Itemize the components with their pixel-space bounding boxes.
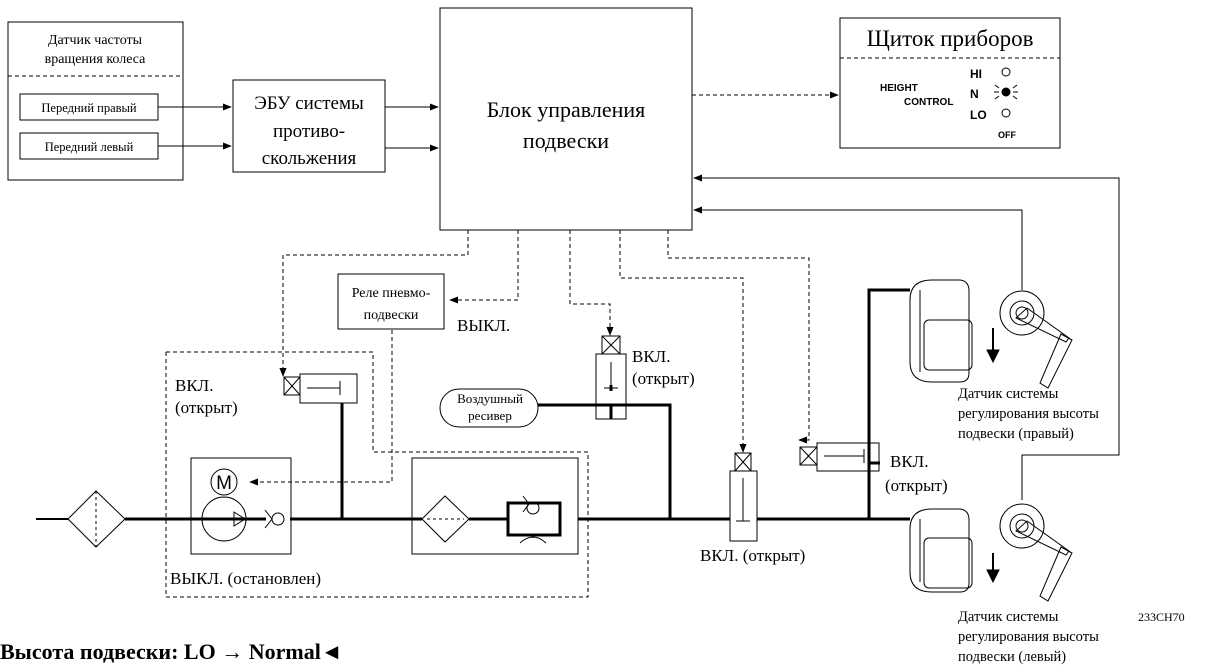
right-height-sensor-icon [999,290,1073,389]
right-height-sensor-line3: подвески (правый) [958,426,1074,442]
left-leveling-valve-icon [729,452,758,542]
exhaust-valve-icon [283,373,358,404]
right-height-sensor-line2: регулирования высоты [958,406,1099,422]
control-unit-box [439,7,693,231]
height-label: HEIGHT [880,83,918,94]
right-down-arrow-head-icon [986,349,1000,364]
left-height-sensor-line2: регулирования высоты [958,629,1099,645]
right-height-sensor-line1: Датчик системы [958,386,1059,402]
hi-label: HI [970,67,982,81]
caption: Высота подвески: LO → Normal◄ [0,639,343,664]
pump-icon [201,496,247,542]
motor-m-label: M [216,473,232,494]
control-lines [165,91,839,598]
right-valve-state-line1: ВКЛ. [890,452,928,471]
instrument-panel-title: Щиток приборов [867,26,1034,51]
receiver-valve-state-line1: ВКЛ. [632,347,670,366]
receiver-valve-state-line2: (открыт) [632,369,695,388]
right-leveling-valve-icon [799,442,880,472]
motor-icon [210,468,238,496]
air-receiver-label-line1: Воздушный [457,391,523,406]
pneumatic-lines [36,288,910,521]
relay-label-line2: подвески [364,308,419,323]
control-label: CONTROL [904,97,953,108]
relay-state-label: ВЫКЛ. [457,316,510,335]
relay-label-line1: Реле пневмо- [352,286,431,301]
height-sensor-feedback-lines [693,174,1120,500]
compressor-state-label: ВЫКЛ. (остановлен) [170,569,321,588]
dryer-box [411,457,579,555]
dryer-icon [421,495,470,543]
instrument-panel [839,17,1061,149]
exhaust-valve-state-line2: (открыт) [175,398,238,417]
dryer-check-valve-icon [506,495,562,544]
off-label: OFF [998,130,1016,140]
check-valve-icon [264,509,285,529]
compressor-box [190,457,292,555]
sensor-signal-lines [158,103,439,152]
ecu-label-line3: скольжения [262,148,357,169]
left-down-arrow-head-icon [986,569,1000,584]
left-height-sensor-icon [999,503,1073,602]
right-air-spring-icon [909,279,973,383]
left-valve-state-label: ВКЛ. (открыт) [700,546,805,565]
control-unit-label-line1: Блок управления [487,97,646,122]
left-height-sensor-line3: подвески (левый) [958,649,1066,665]
hi-lamp-icon [1001,67,1011,77]
n-label: N [970,87,979,101]
air-receiver-icon [439,388,539,428]
lo-lamp-icon [1001,108,1011,118]
left-air-spring-icon [909,508,973,593]
sensor-group-title-line2: вращения колеса [45,52,147,67]
lo-label: LO [970,108,987,122]
air-receiver-label-line2: ресивер [468,408,512,423]
left-height-sensor-line1: Датчик системы [958,609,1059,625]
receiver-valve-icon [595,335,627,420]
air-filter-icon [67,490,126,548]
right-valve-state-line2: (открыт) [885,476,948,495]
figure-code: 233CH70 [1138,610,1185,624]
ecu-label-line2: противо- [273,121,345,142]
front-left-label: Передний левый [45,140,134,154]
control-unit-label-line2: подвески [523,128,609,153]
air-relay-box [337,273,445,330]
ecu-box [232,79,386,173]
front-right-label: Передний правый [41,101,137,115]
compressor-unit-outline [165,351,589,598]
sensor-group-title-line1: Датчик частоты [48,33,143,48]
ecu-label-line1: ЭБУ системы [254,93,364,114]
exhaust-valve-state-line1: ВКЛ. [175,376,213,395]
n-lamp-lit-icon [994,84,1018,100]
